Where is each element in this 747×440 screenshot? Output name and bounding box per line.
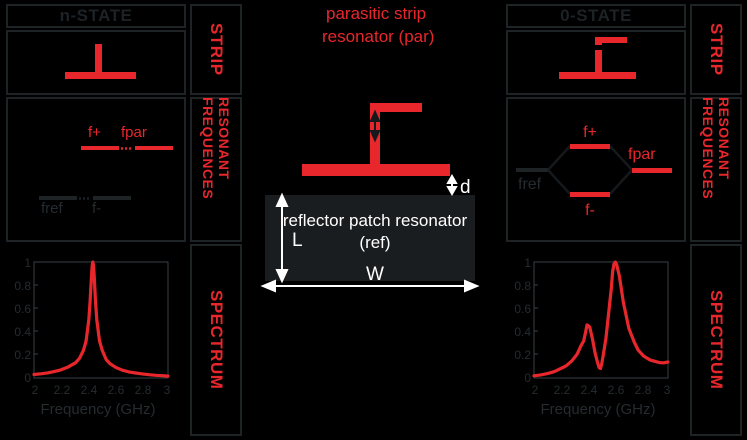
- svg-text:0.6: 0.6: [514, 302, 531, 316]
- svg-text:fref: fref: [518, 176, 542, 193]
- right-spectrum-row-label-box: [690, 244, 742, 436]
- left-freq-line-fpar: [135, 146, 173, 150]
- svg-text:0.8: 0.8: [514, 279, 531, 293]
- right-freq-splitting-diagram: f+ f- fpar fref: [516, 124, 672, 219]
- left-panel-title: n-STATE: [59, 6, 133, 25]
- left-freq-line-fplus: [81, 146, 119, 150]
- left-row-label-spectrum: SPECTRUM: [207, 290, 226, 390]
- right-strip-horizontal-arm: [559, 72, 636, 79]
- left-panel-title-box: [6, 4, 186, 28]
- center-strip-label-line1: parasitic strip: [326, 4, 427, 23]
- svg-text:0.2: 0.2: [514, 348, 531, 362]
- left-strip-horizontal-arm: [65, 72, 136, 79]
- left-spectrum-chart: 1 0.8 0.6 0.4 0.2 0 2 2.2 2.4 2.6 2.8 3 …: [6, 244, 186, 436]
- svg-text:2.8: 2.8: [135, 383, 152, 397]
- left-spectrum-row-label-box: [190, 244, 242, 436]
- svg-text:d: d: [460, 177, 471, 198]
- right-strip-top-arm: [595, 37, 627, 43]
- right-panel-title-box: [506, 4, 686, 28]
- svg-text:2.8: 2.8: [635, 383, 652, 397]
- right-panel-title: 0-STATE: [560, 6, 632, 25]
- left-freq-label-fminus: f-: [92, 200, 102, 217]
- svg-text:2: 2: [32, 383, 39, 397]
- center-strip-label-line2: resonator (par): [322, 27, 435, 46]
- svg-text:f-: f-: [585, 202, 595, 219]
- svg-text:3: 3: [664, 383, 671, 397]
- left-freq-label-fref: fref: [41, 200, 63, 217]
- left-freq-label-fpar: fpar: [121, 124, 147, 141]
- svg-text:f+: f+: [583, 124, 597, 141]
- left-freq-dots-upper: [121, 146, 133, 150]
- left-strip-vertical-arm: [95, 44, 102, 76]
- svg-text:3: 3: [164, 383, 171, 397]
- right-strip-row-label-box: [690, 4, 742, 95]
- svg-text:2.2: 2.2: [554, 383, 571, 397]
- svg-text:reflector patch resonator: reflector patch resonator: [283, 211, 468, 230]
- left-freq-line-fminus: [93, 196, 131, 200]
- svg-text:L: L: [292, 230, 303, 251]
- svg-text:W: W: [366, 264, 384, 285]
- svg-text:0.4: 0.4: [514, 325, 531, 339]
- svg-text:2.6: 2.6: [608, 383, 625, 397]
- left-freq-line-fref: [39, 196, 77, 200]
- svg-text:0: 0: [24, 371, 31, 385]
- right-strip-vertical-arm: [595, 50, 602, 76]
- left-freq-label-fplus: f+: [88, 124, 101, 141]
- left-freq-cell: [6, 97, 186, 242]
- right-row-label-strip: STRIP: [707, 23, 726, 76]
- svg-text:2.6: 2.6: [108, 383, 125, 397]
- svg-text:0.6: 0.6: [14, 302, 31, 316]
- svg-text:fpar: fpar: [628, 146, 656, 163]
- svg-text:2.4: 2.4: [81, 383, 98, 397]
- left-freq-row-label-box: [190, 97, 242, 242]
- right-row-label-spectrum: SPECTRUM: [707, 290, 726, 390]
- svg-text:1: 1: [524, 256, 531, 270]
- right-spectrum-chart: 1 0.8 0.6 0.4 0.2 0 2 2.2 2.4 2.6 2.8 3 …: [506, 244, 686, 436]
- svg-text:(ref): (ref): [359, 233, 390, 252]
- svg-text:0: 0: [524, 371, 531, 385]
- left-row-label-resonant-frequences: RESONANT FREQUENCES: [200, 97, 232, 200]
- center-diagram: reflector patch resonator (ref) L W d: [260, 103, 480, 293]
- left-strip-row-label-box: [190, 4, 242, 95]
- svg-text:0.2: 0.2: [14, 348, 31, 362]
- left-row-label-strip: STRIP: [207, 23, 226, 76]
- right-row-label-resonant-frequences: RESONANT FREQUENCES: [700, 97, 732, 200]
- left-freq-dots-lower: [79, 196, 91, 200]
- right-freq-row-label-box: [690, 97, 742, 242]
- svg-text:2.4: 2.4: [581, 383, 598, 397]
- svg-text:Frequency (GHz): Frequency (GHz): [40, 401, 155, 418]
- svg-text:2.2: 2.2: [54, 383, 71, 397]
- svg-text:2: 2: [532, 383, 539, 397]
- svg-text:Frequency (GHz): Frequency (GHz): [540, 401, 655, 418]
- svg-text:1: 1: [24, 256, 31, 270]
- svg-text:0.4: 0.4: [14, 325, 31, 339]
- svg-text:0.8: 0.8: [14, 279, 31, 293]
